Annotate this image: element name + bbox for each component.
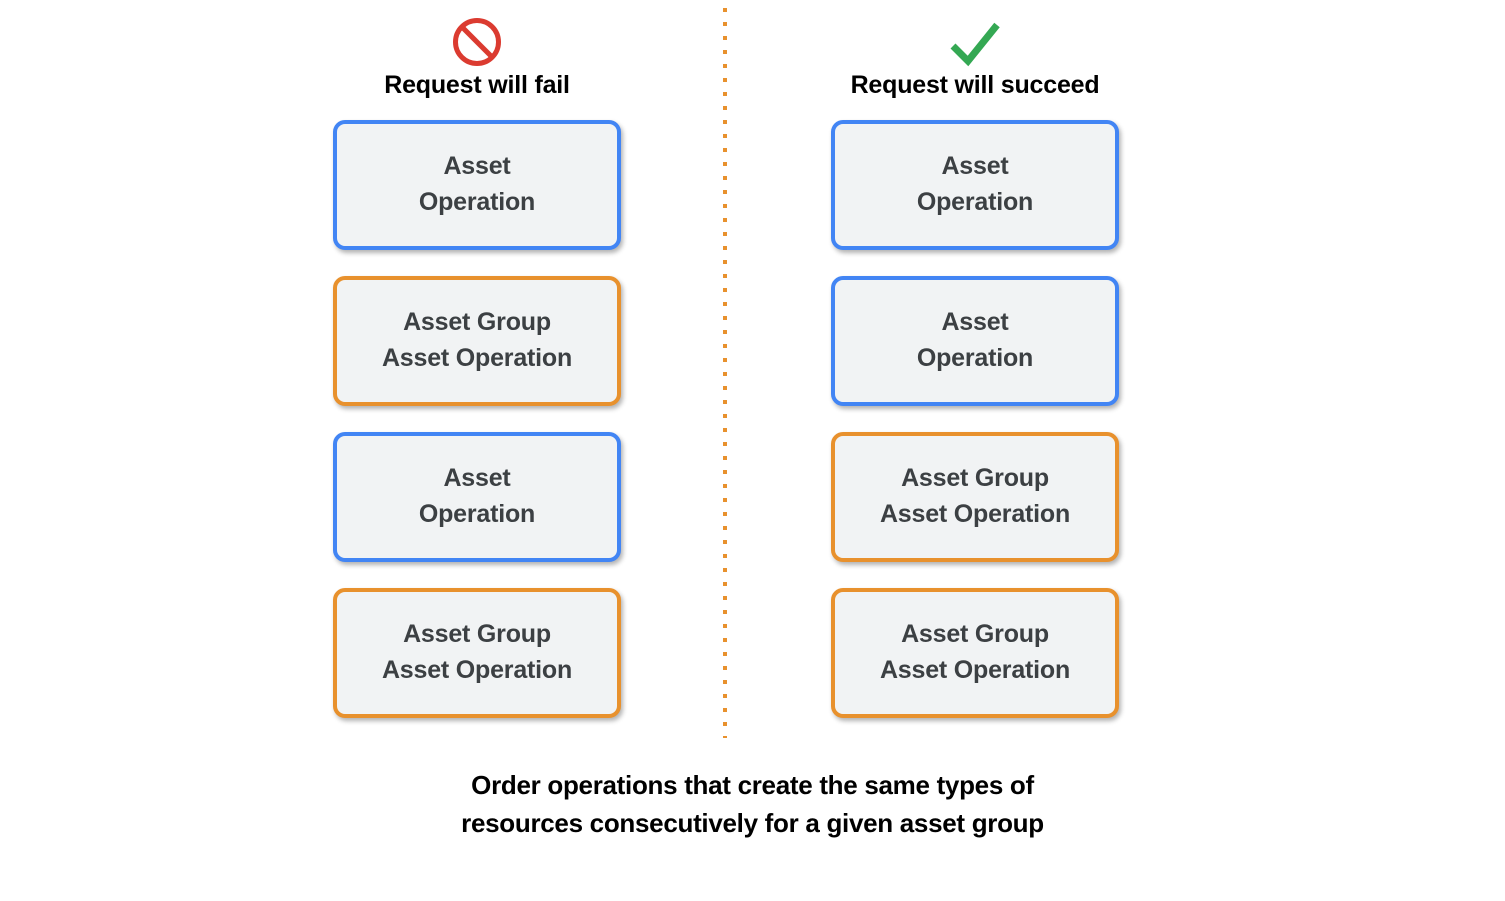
operation-box-label: Asset Operation [916,152,1034,216]
operation-box-label: Asset Operation [916,308,1034,372]
column-title-fail: Request will fail [384,71,570,99]
operation-box-label: Asset Group Asset Operation [879,620,1071,684]
caption-line-1: Order operations that create the same ty… [471,770,1034,800]
operation-box[interactable]: Asset Operation [831,275,1119,406]
operation-box[interactable]: Asset Operation [333,431,621,562]
diagram-caption: Order operations that create the same ty… [0,766,1505,843]
box-stack-fail: Asset Operation Asset Group Asset Operat… [277,119,677,718]
operation-box[interactable]: Asset Group Asset Operation [831,431,1119,562]
column-request-will-succeed: Request will succeed Asset Operation Ass… [775,0,1175,718]
prohibition-icon [277,14,677,70]
operation-box-label: Asset Group Asset Operation [879,464,1071,528]
operation-box-label: Asset Operation [418,464,536,528]
operation-box[interactable]: Asset Group Asset Operation [333,275,621,406]
column-title-succeed: Request will succeed [850,71,1100,99]
operation-box-label: Asset Group Asset Operation [381,620,573,684]
check-icon [775,14,1175,70]
operation-box-label: Asset Group Asset Operation [381,308,573,372]
caption-line-2: resources consecutively for a given asse… [461,808,1044,839]
column-header-succeed: Request will succeed [775,0,1175,100]
operation-box[interactable]: Asset Operation [831,119,1119,250]
operation-box[interactable]: Asset Group Asset Operation [831,587,1119,718]
operation-box[interactable]: Asset Operation [333,119,621,250]
column-request-will-fail: Request will fail Asset Operation Asset … [277,0,677,718]
box-stack-succeed: Asset Operation Asset Operation Asset Gr… [775,119,1175,718]
column-divider [723,8,727,738]
column-header-fail: Request will fail [277,0,677,100]
operation-box[interactable]: Asset Group Asset Operation [333,587,621,718]
operation-box-label: Asset Operation [418,152,536,216]
